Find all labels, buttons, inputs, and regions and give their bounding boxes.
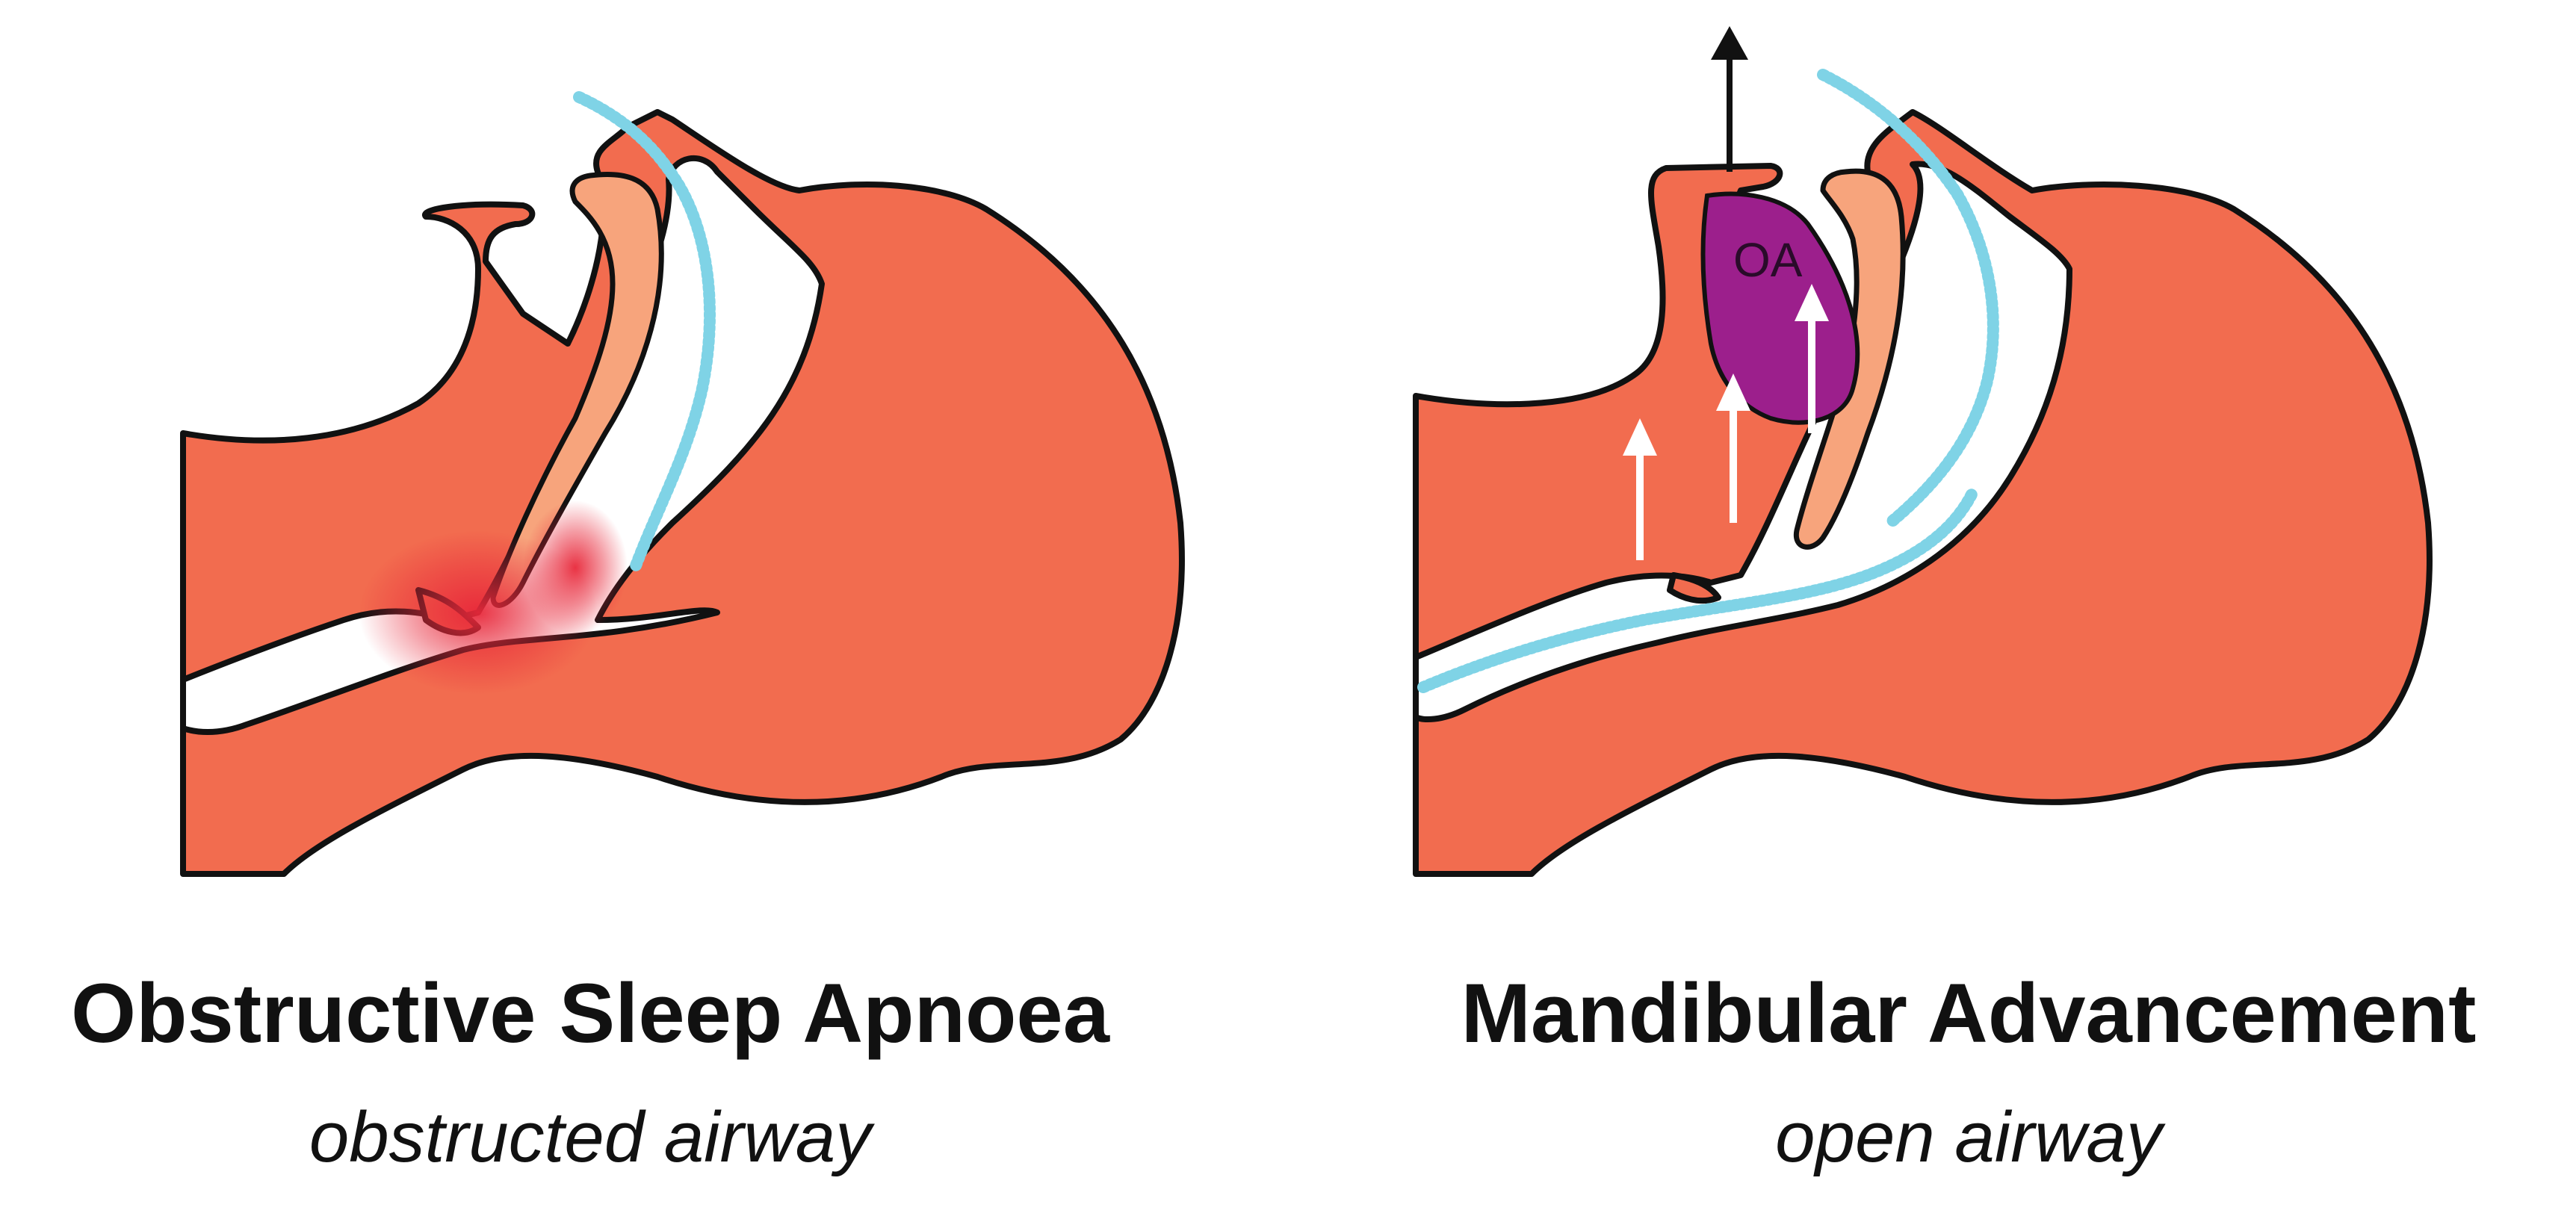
- ma-tongue-tip: [1667, 572, 1721, 604]
- obstruction-glow-upper: [523, 500, 628, 635]
- advancement-arrow-head: [1711, 26, 1748, 60]
- ma-airflow-lower: [1417, 487, 1978, 693]
- ma-title: Mandibular Advancement: [1461, 967, 2477, 1060]
- oral-appliance-label: OA: [1733, 233, 1803, 287]
- ma-subtitle: open airway: [1775, 1097, 2166, 1177]
- ma-panel: OA: [1413, 26, 2433, 877]
- mandible-lift-arrows: [1623, 284, 1829, 560]
- osa-airflow: [573, 91, 716, 574]
- osa-subtitle: obstructed airway: [309, 1097, 875, 1177]
- ma-airflow-upper: [1817, 69, 1999, 529]
- osa-title: Obstructive Sleep Apnoea: [71, 967, 1110, 1060]
- osa-panel: [180, 91, 1185, 877]
- oral-appliance: [1700, 191, 1860, 425]
- ma-airway: [1413, 161, 2072, 722]
